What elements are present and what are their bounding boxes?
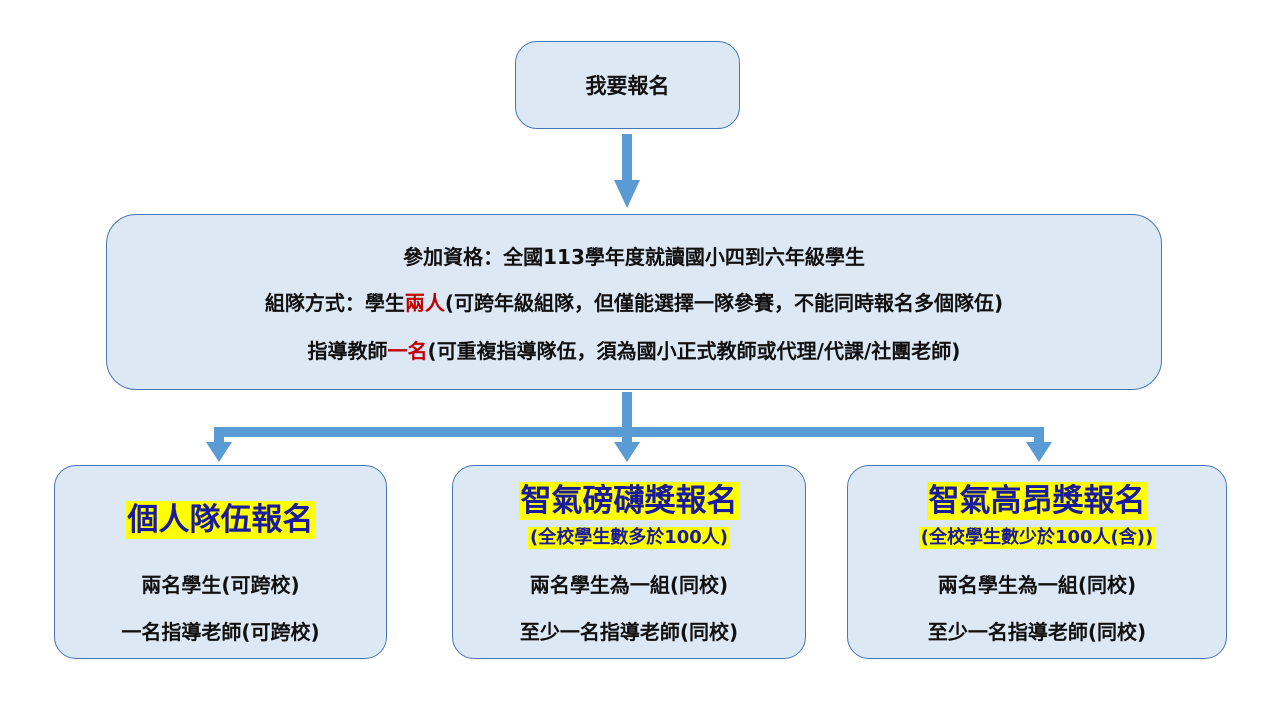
teacher-suffix: (可重複指導隊伍，須為國小正式教師或代理/代課/社團老師) — [427, 339, 961, 363]
large-school-box: 智氣磅礴獎報名 (全校學生數多於100人) 兩名學生為一組(同校) 至少一名指導… — [452, 465, 806, 659]
large-school-title: 智氣磅礴獎報名 — [518, 482, 740, 520]
register-label: 我要報名 — [585, 74, 670, 98]
team-format-suffix: (可跨年級組隊，但僅能選擇一隊參賽，不能同時報名多個隊伍) — [444, 291, 1004, 315]
eligibility-text: 參加資格：全國113學年度就讀國小四到六年級學生 — [403, 245, 865, 269]
register-box: 我要報名 — [515, 41, 740, 129]
teacher-highlight: 一名 — [387, 339, 428, 363]
small-school-title: 智氣高昂獎報名 — [926, 482, 1148, 520]
arrow-top-to-middle — [614, 134, 640, 208]
small-school-line1: 兩名學生為一組(同校) — [937, 573, 1137, 597]
large-school-line1: 兩名學生為一組(同校) — [529, 573, 729, 597]
individual-team-line1: 兩名學生(可跨校) — [141, 573, 300, 597]
team-format-highlight: 兩人 — [404, 291, 445, 315]
individual-team-line2: 一名指導老師(可跨校) — [121, 620, 320, 644]
eligibility-line: 參加資格：全國113學年度就讀國小四到六年級學生 — [107, 241, 1161, 270]
individual-team-box: 個人隊伍報名 兩名學生(可跨校) 一名指導老師(可跨校) — [54, 465, 387, 659]
small-school-box: 智氣高昂獎報名 (全校學生數少於100人(含)) 兩名學生為一組(同校) 至少一… — [847, 465, 1227, 659]
teacher-line: 指導教師一名(可重複指導隊伍，須為國小正式教師或代理/代課/社團老師) — [107, 335, 1161, 364]
teacher-prefix: 指導教師 — [307, 339, 388, 363]
small-school-line2: 至少一名指導老師(同校) — [927, 620, 1147, 644]
team-format-prefix: 組隊方式：學生 — [264, 291, 405, 315]
individual-team-title: 個人隊伍報名 — [125, 501, 316, 539]
large-school-line2: 至少一名指導老師(同校) — [519, 620, 739, 644]
small-school-note: (全校學生數少於100人(含)) — [918, 527, 1156, 549]
large-school-note: (全校學生數多於100人) — [527, 527, 731, 549]
eligibility-box: 參加資格：全國113學年度就讀國小四到六年級學生 組隊方式：學生兩人(可跨年級組… — [106, 214, 1162, 390]
team-format-line: 組隊方式：學生兩人(可跨年級組隊，但僅能選擇一隊參賽，不能同時報名多個隊伍) — [107, 287, 1161, 316]
arrow-branch — [206, 392, 1052, 462]
